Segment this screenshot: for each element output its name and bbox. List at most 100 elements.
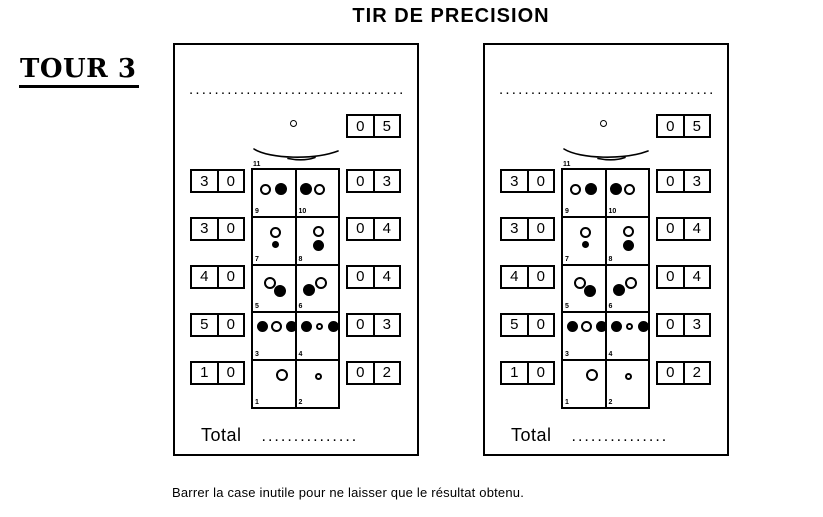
target-cell-number: 5 [565, 303, 569, 311]
score-box-right-cell: 0 [356, 364, 365, 382]
target-cell: 6 [294, 265, 339, 312]
score-box-right-cell: 3 [682, 314, 710, 335]
score-box-right-cell: 0 [356, 316, 365, 334]
total-line: Total............... [511, 425, 668, 446]
boule-open [625, 372, 632, 380]
target-cell-number: 8 [298, 255, 303, 263]
total-label: Total [201, 425, 242, 445]
target-cell: 6 [604, 265, 649, 312]
target-cell: 5 [253, 266, 295, 312]
score-box-left-cell: 4 [510, 268, 519, 286]
boule-solid [611, 320, 622, 332]
score-box-left-cell: 3 [200, 172, 209, 190]
score-box-right-cell: 0 [356, 268, 365, 286]
target-cell-number: 2 [608, 398, 613, 406]
score-box-top-cell: 0 [356, 117, 365, 135]
target-cell-number: 3 [255, 351, 259, 359]
target-cell-number: 4 [608, 351, 613, 359]
boule-solid [274, 284, 286, 297]
boule-open [580, 320, 592, 332]
score-box-right-cell: 0 [356, 172, 365, 190]
target-cell: 9 [563, 170, 605, 216]
score-box-left-cell: 0 [216, 314, 244, 335]
target-cell: 9 [253, 170, 295, 216]
target-cell: 2 [294, 361, 339, 407]
boule-open [259, 183, 271, 195]
target-cell: 4 [294, 313, 339, 360]
target-cell: 3 [563, 313, 607, 359]
target-cell-number: 1 [565, 398, 569, 406]
boule-open [316, 322, 323, 330]
target-cell: 1 [563, 361, 605, 407]
target-cell: 3 [253, 313, 297, 359]
score-box-right-cell: 2 [682, 362, 710, 383]
boule-solid [313, 240, 324, 252]
score-box-left-cell: 1 [510, 364, 519, 382]
target-cell-number: 6 [608, 303, 613, 311]
boule-open [626, 322, 633, 330]
target-cell: 8 [604, 217, 649, 264]
boule-solid [302, 283, 315, 296]
target-cell-number: 6 [298, 303, 303, 311]
total-label: Total [511, 425, 552, 445]
target-cell-number: 7 [565, 255, 569, 263]
score-box-left-cell: 0 [526, 362, 554, 383]
score-box-right-cell: 0 [666, 220, 675, 238]
jack-circle [290, 120, 297, 127]
boule-solid [299, 183, 312, 195]
boule-solid [609, 183, 622, 195]
boule-solid [301, 320, 312, 332]
page-title: TIR DE PRECISION [352, 5, 550, 27]
score-box-top-cell: 5 [372, 116, 400, 136]
target-cell: 10 [604, 170, 649, 216]
zone-label: 11 [253, 161, 261, 168]
target-cell-number: 9 [565, 207, 569, 215]
target-cell-number: 10 [608, 207, 617, 215]
score-box-left-cell: 0 [216, 266, 244, 287]
player-name-line: ................................... [189, 81, 405, 98]
boule-solid [585, 183, 597, 195]
boule-open [314, 183, 325, 195]
boule-open [579, 227, 591, 239]
boule-open [269, 227, 281, 239]
target-cell-number: 10 [298, 207, 307, 215]
score-box-right-cell: 4 [682, 218, 710, 239]
total-dots: ............... [571, 428, 669, 445]
boule-open [586, 369, 598, 382]
score-box-right-cell: 0 [666, 268, 675, 286]
boule-open [314, 276, 327, 289]
target-cell-number: 4 [298, 351, 303, 359]
instruction-note: Barrer la case inutile pour ne laisser q… [172, 485, 525, 500]
boule-open [569, 183, 581, 195]
target-cell: 4 [604, 313, 649, 360]
boule-open [264, 276, 276, 289]
boule-open [624, 183, 635, 195]
score-box-top-cell: 0 [666, 117, 675, 135]
boule-solid [271, 241, 279, 249]
score-box-left-cell: 0 [216, 362, 244, 383]
score-box-left-cell: 0 [216, 218, 244, 239]
boule-solid [256, 320, 268, 332]
score-box-left-cell: 0 [526, 266, 554, 287]
total-dots: ............... [261, 428, 359, 445]
target-cell: 7 [563, 218, 605, 264]
boule-solid [581, 241, 589, 249]
